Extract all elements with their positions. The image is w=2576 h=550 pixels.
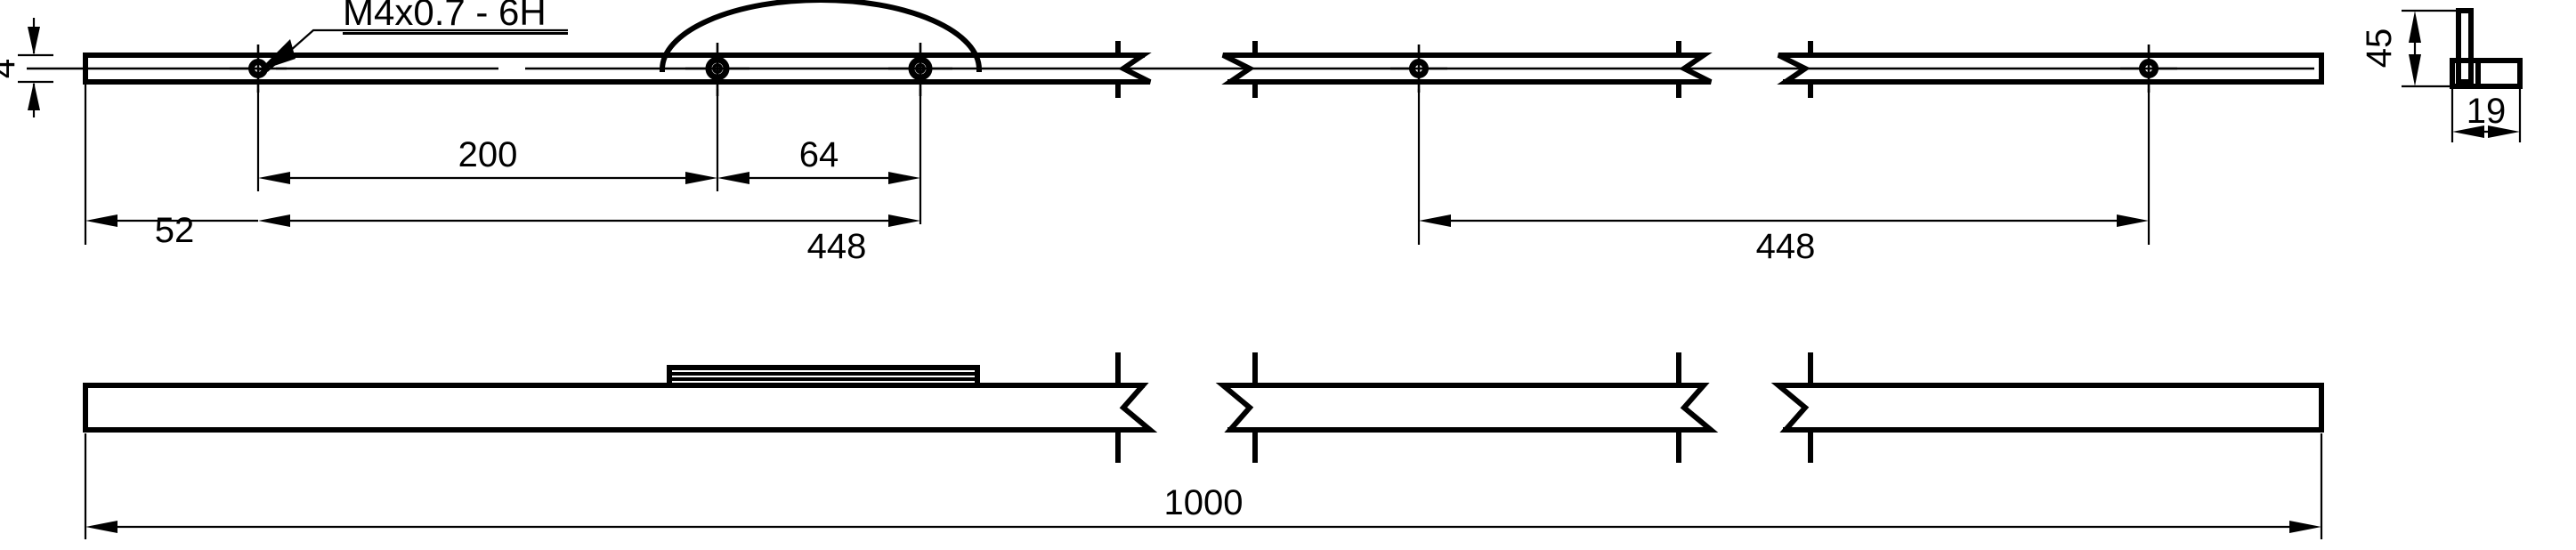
- dim-1000-label: 1000: [1164, 483, 1243, 522]
- dim-448-right: 448: [1417, 89, 2151, 266]
- profile-outline: [2450, 8, 2523, 89]
- dim-45-label: 45: [2360, 28, 2399, 69]
- tapped-hole-1: [230, 44, 287, 93]
- zigzag-break-icon: [1770, 352, 1813, 463]
- thread-callout-leader: [258, 28, 568, 72]
- zigzag-break-icon: [1115, 352, 1158, 463]
- dim-1000: 1000: [84, 433, 2323, 539]
- dim-19-label: 19: [2467, 92, 2507, 131]
- dim-448-right-label: 448: [1756, 227, 1816, 266]
- tapped-hole-4: [1390, 44, 1447, 93]
- dim-thickness: 4: [0, 18, 53, 117]
- dim-64: 64: [717, 89, 922, 224]
- dim-19: 19: [2450, 89, 2522, 142]
- top-bar-segment-right: [1777, 41, 2324, 98]
- thread-note-label: M4x0.7 - 6H: [343, 0, 547, 33]
- thread-note-underline: [343, 32, 568, 35]
- dim-200-label: 200: [458, 135, 518, 174]
- dim-52-label: 52: [155, 211, 195, 250]
- zigzag-break-icon: [1215, 352, 1258, 463]
- dim-200: 200: [256, 89, 719, 191]
- dim-45: 45: [2360, 9, 2462, 88]
- dim-448-left: 448: [258, 214, 920, 266]
- semicircular-arc: [659, 0, 983, 73]
- dim-64-label: 64: [799, 135, 839, 174]
- tapped-hole-5: [2120, 44, 2177, 93]
- side-bar-segment-left: [83, 352, 1158, 463]
- tapped-hole-3: [888, 43, 952, 96]
- dim-thickness-label: 4: [0, 59, 22, 78]
- raised-boss: [667, 365, 980, 388]
- top-bar-segment-left: [83, 41, 1152, 98]
- section-view: 45 19: [2360, 8, 2523, 142]
- tapped-hole-2: [685, 43, 749, 96]
- zigzag-break-icon: [1676, 352, 1719, 463]
- dim-52: 52: [84, 85, 258, 250]
- side-view: 1000: [83, 352, 2324, 539]
- side-bar-segment-middle: [1215, 352, 1719, 463]
- side-bar-segment-right: [1770, 352, 2324, 463]
- top-view: M4x0.7 - 6H 4 200: [0, 0, 2324, 266]
- dim-448-left-label: 448: [807, 227, 867, 266]
